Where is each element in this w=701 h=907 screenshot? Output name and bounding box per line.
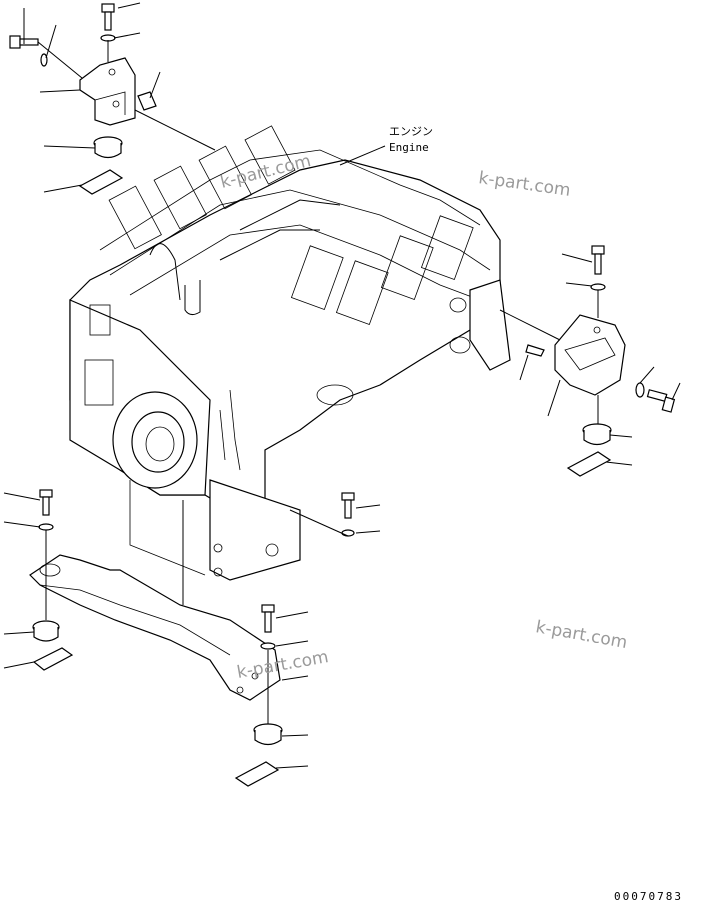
bolt-icon: [646, 389, 676, 413]
bolt-icon: [39, 489, 53, 516]
rubber-mount-icon: [93, 136, 123, 159]
bolt-icon: [591, 245, 605, 275]
mount-bracket: [79, 57, 136, 126]
rubber-mount-icon: [582, 423, 612, 446]
front-support-group: [3, 489, 381, 787]
rubber-mount-icon: [253, 723, 283, 746]
washer-icon: [38, 523, 54, 531]
washer-icon: [260, 642, 276, 650]
bolt-icon: [101, 3, 115, 31]
rear-mount-bracket-group: [499, 245, 681, 477]
pin-icon: [137, 91, 157, 111]
drawing-code: 00070783: [614, 890, 683, 903]
watermark: k-part.com: [534, 617, 629, 653]
shim-plate-icon: [78, 169, 124, 195]
support-beam: [29, 554, 281, 701]
engine-assembly: [69, 125, 511, 581]
washer-icon: [590, 283, 606, 291]
bolt-icon: [341, 492, 355, 519]
shim-plate-icon: [234, 761, 280, 787]
shim-plate-icon: [32, 647, 74, 671]
shim-plate-icon: [566, 451, 612, 477]
engine-label-jp: エンジン: [389, 125, 433, 138]
washer-icon: [635, 382, 645, 398]
washer-icon: [341, 529, 355, 537]
engine-label-en: Engine: [389, 141, 429, 154]
mount-bracket: [554, 314, 626, 396]
front-mount-bracket-group: [9, 2, 216, 195]
bolt-icon: [261, 604, 275, 633]
washer-icon: [40, 53, 48, 67]
watermark: k-part.com: [477, 168, 571, 201]
pin-icon: [525, 344, 545, 357]
rubber-mount-icon: [32, 620, 60, 642]
